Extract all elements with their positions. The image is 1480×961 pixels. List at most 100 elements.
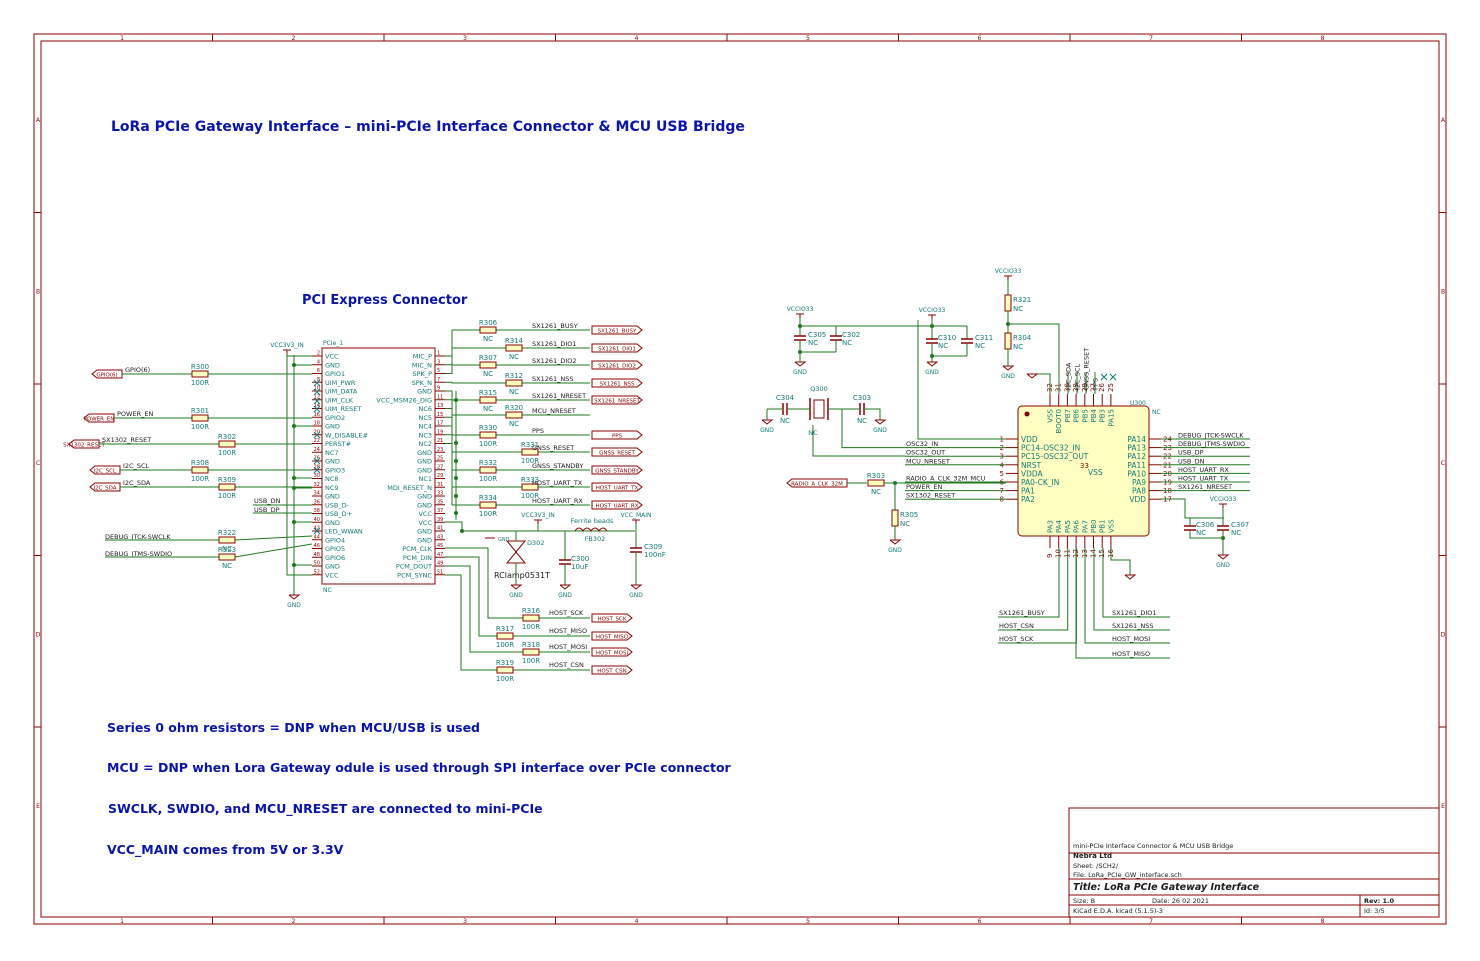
wire bbox=[234, 535, 313, 541]
port-label: HOST_MOSI bbox=[596, 651, 629, 657]
pcie-pin-name: NC8 bbox=[325, 475, 339, 483]
hierarchical-port bbox=[591, 613, 633, 623]
wire bbox=[931, 319, 967, 327]
pcie-pin-number: 13 bbox=[437, 403, 443, 409]
mcu-net-label: PPS bbox=[1092, 378, 1100, 390]
mcu-pin-name: NRST bbox=[1021, 461, 1042, 470]
mcu-pin1-marker bbox=[1024, 411, 1030, 417]
net-label: GNSS_STANDBY bbox=[532, 462, 583, 470]
mcu-net-label: POWER_EN bbox=[906, 483, 942, 491]
pcie-pin-name: VCC bbox=[418, 519, 432, 527]
power-label: VCC3V3_IN bbox=[521, 512, 554, 519]
no-connect-mark bbox=[313, 466, 321, 474]
pcie-pin-name: VCC bbox=[325, 353, 339, 361]
capacitor-value: 100nF bbox=[644, 551, 666, 559]
sheet-title: LoRa PCIe Gateway Interface – mini-PCIe … bbox=[111, 119, 745, 135]
pcie-pin-name: GND bbox=[325, 423, 340, 431]
junction-dot bbox=[292, 363, 296, 367]
capacitor-value: NC bbox=[842, 339, 852, 347]
pcie-pin-name: SPK_P bbox=[413, 370, 433, 378]
resistor-value: NC bbox=[1013, 343, 1023, 351]
border-row-label: D bbox=[1441, 632, 1446, 639]
ground-symbol bbox=[874, 419, 887, 425]
junction-dot bbox=[798, 324, 802, 328]
pcie-pin-number: 1 bbox=[437, 351, 440, 357]
pcie-pin-name: PCM_CLK bbox=[402, 545, 432, 553]
pcie-pin-number: 27 bbox=[437, 464, 443, 470]
mcu-pin-name: PA8 bbox=[1132, 487, 1146, 496]
mcu-net-label: SX1261_NRESET bbox=[1178, 483, 1232, 491]
hierarchical-port bbox=[591, 395, 643, 405]
border-column-label: 5 bbox=[806, 35, 810, 42]
mcu-ref: U300 bbox=[1130, 400, 1146, 407]
net-label: MCU_NRESET bbox=[532, 407, 576, 415]
resistor-symbol bbox=[496, 666, 514, 674]
pcie-pin-number: 26 bbox=[314, 456, 320, 462]
resistor-symbol bbox=[479, 431, 497, 439]
diode-ref: D302 bbox=[527, 539, 544, 547]
ground-symbol bbox=[889, 539, 902, 545]
resistor-ref: R304 bbox=[1013, 334, 1032, 342]
crystal-symbol bbox=[813, 399, 825, 419]
pcie-pin-number: 39 bbox=[437, 517, 443, 523]
note-1: MCU = DNP when Lora Gateway odule is use… bbox=[107, 760, 731, 775]
mcu-pin-name: VDD bbox=[1129, 495, 1146, 504]
resistor-value: 100R bbox=[521, 457, 539, 465]
power-label: VCC_MAIN bbox=[620, 512, 651, 519]
pcie-pin-number: 32 bbox=[314, 482, 320, 488]
resistor-ref: R307 bbox=[479, 354, 497, 362]
ground-label: GND bbox=[925, 369, 939, 376]
resistor-ref: R300 bbox=[191, 363, 209, 371]
pcie-pin-number: 36 bbox=[314, 499, 320, 505]
resistor-value: 100R bbox=[191, 379, 209, 387]
ground-symbol bbox=[1217, 554, 1230, 560]
hierarchical-port bbox=[591, 647, 633, 657]
junction-dot bbox=[292, 520, 296, 524]
vcc-rail bbox=[286, 350, 312, 576]
wire bbox=[445, 329, 480, 357]
mcu-pin-name: VSS bbox=[1107, 519, 1115, 533]
pcie-pin-name: PERST# bbox=[325, 440, 351, 448]
resistor-value: 100R bbox=[218, 492, 236, 500]
pcie-pin-number: 45 bbox=[437, 543, 443, 549]
pcie-pin-name: GPIO5 bbox=[325, 545, 345, 553]
pcie-pin-name: GND bbox=[417, 466, 432, 474]
resistor-ref: R322 bbox=[218, 529, 236, 537]
wire bbox=[812, 425, 905, 457]
mcu-net-label: USB_DN bbox=[1178, 457, 1205, 465]
border-column-label: 7 bbox=[1149, 918, 1153, 925]
wire bbox=[445, 565, 523, 653]
mcu-pin-name: PA6 bbox=[1073, 519, 1081, 533]
border-column-label: 4 bbox=[635, 918, 639, 925]
wire bbox=[445, 574, 497, 671]
resistor-ref: R305 bbox=[900, 511, 918, 519]
net-label: HOST_UART_RX bbox=[532, 497, 583, 505]
ground-label: GND bbox=[888, 547, 902, 554]
mcu-pin-name: PC14-OSC32_IN bbox=[1021, 444, 1080, 453]
pcie-pin-number: 24 bbox=[314, 447, 320, 453]
no-connect-mark bbox=[313, 527, 321, 535]
pcie-pin-number: 33 bbox=[437, 491, 443, 497]
no-connect-mark bbox=[313, 379, 321, 387]
wire bbox=[445, 408, 480, 436]
hierarchical-port bbox=[591, 325, 643, 335]
resistor-symbol bbox=[521, 483, 539, 491]
pcie-pin-name: GND bbox=[325, 361, 340, 369]
resistor-ref: R320 bbox=[505, 404, 523, 412]
port-label: PPS bbox=[612, 434, 623, 440]
mcu-pin-number: 15 bbox=[1098, 549, 1106, 558]
resistor-symbol bbox=[891, 509, 899, 527]
pcie-section-title: PCI Express Connector bbox=[302, 293, 468, 308]
power-label: VCCIO33 bbox=[995, 268, 1022, 275]
pcie-pin-number: 28 bbox=[314, 464, 320, 470]
mcu-net-label: SX1302_RESET bbox=[906, 492, 955, 500]
port-label: SX1261_DIO1 bbox=[598, 347, 636, 353]
wire bbox=[864, 408, 881, 420]
resistor-value: NC bbox=[900, 520, 910, 528]
title-block-date: Date: 26 02 2021 bbox=[1152, 897, 1209, 905]
wire bbox=[445, 364, 480, 374]
resistor-ref: R331 bbox=[521, 441, 539, 449]
net-label: SX1302_RESET bbox=[102, 436, 151, 444]
